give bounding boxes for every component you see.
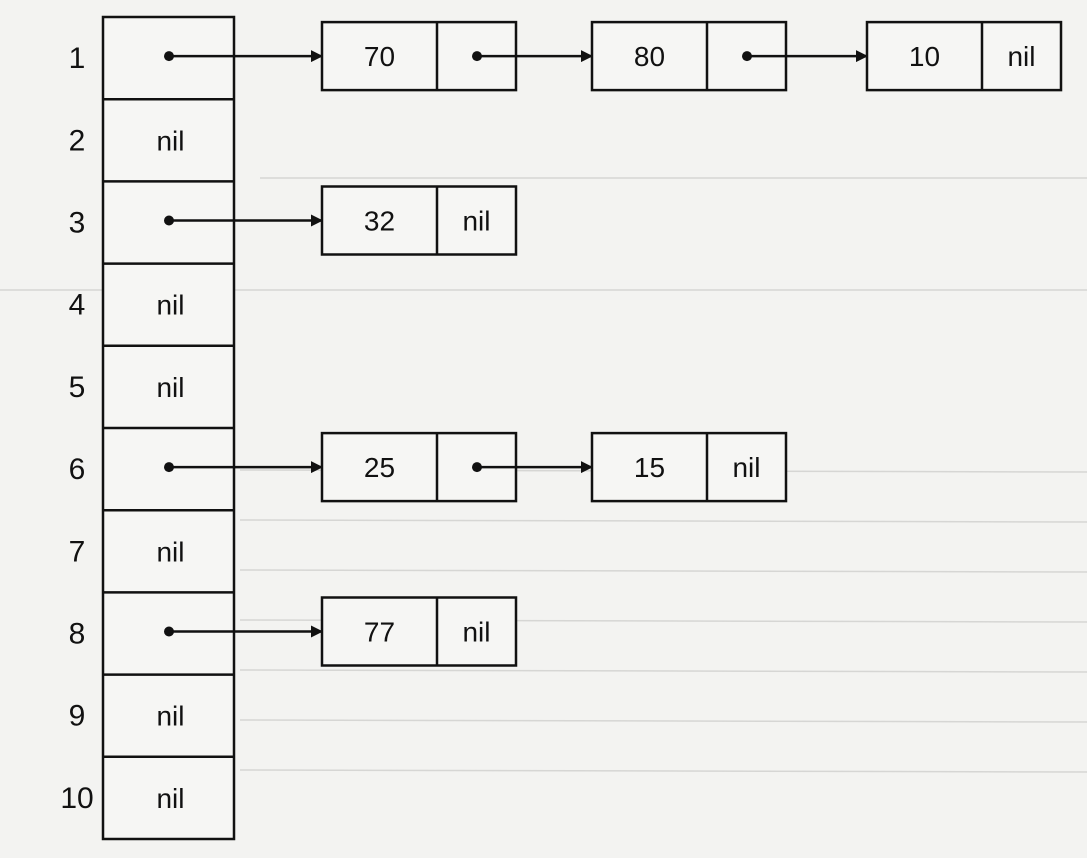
list-node-next-nil: nil <box>462 617 490 648</box>
slot-index-label: 6 <box>69 453 86 486</box>
list-node-key: 70 <box>364 41 395 72</box>
hash-table: 1 2 nil 3 4 nil 5 nil 6 7 nil 8 9 nil 10 nil <box>60 15 236 841</box>
list-node: 10 nil <box>865 20 1063 92</box>
slot-index-label: 2 <box>69 124 86 157</box>
list-node-box <box>320 596 518 667</box>
linked-chains: 70 80 10 nil 32 nil 25 15 nil 77 nil <box>164 20 1063 667</box>
list-node-box <box>590 431 788 503</box>
slot-index-label: 8 <box>69 618 86 651</box>
slot-index-label: 10 <box>60 782 93 815</box>
slot-nil-value: nil <box>156 125 184 156</box>
list-node: 80 <box>590 20 868 92</box>
list-node: 32 nil <box>320 185 518 256</box>
list-node-key: 15 <box>634 452 665 483</box>
slot-index-label: 5 <box>69 371 86 404</box>
slot-nil-value: nil <box>156 536 184 567</box>
slot-index-label: 1 <box>69 42 86 75</box>
list-node-next-nil: nil <box>732 452 760 483</box>
slot-index-label: 3 <box>69 207 86 240</box>
list-node-next-nil: nil <box>462 206 490 237</box>
list-node-key: 80 <box>634 41 665 72</box>
list-node: 15 nil <box>590 431 788 503</box>
list-node: 77 nil <box>320 596 518 667</box>
slot-index-label: 9 <box>69 700 86 733</box>
slot-nil-value: nil <box>156 290 184 321</box>
slot-index-label: 7 <box>69 535 86 568</box>
list-node-next-nil: nil <box>1007 41 1035 72</box>
list-node: 25 <box>320 431 593 503</box>
list-node-key: 32 <box>364 206 395 237</box>
list-node: 70 <box>320 20 593 92</box>
list-node-box <box>320 185 518 256</box>
list-node-key: 77 <box>364 617 395 648</box>
list-node-box <box>865 20 1063 92</box>
list-node-key: 10 <box>909 41 940 72</box>
list-node-key: 25 <box>364 452 395 483</box>
slot-nil-value: nil <box>156 783 184 814</box>
slot-index-label: 4 <box>69 289 86 322</box>
slot-nil-value: nil <box>156 372 184 403</box>
slot-nil-value: nil <box>156 701 184 732</box>
